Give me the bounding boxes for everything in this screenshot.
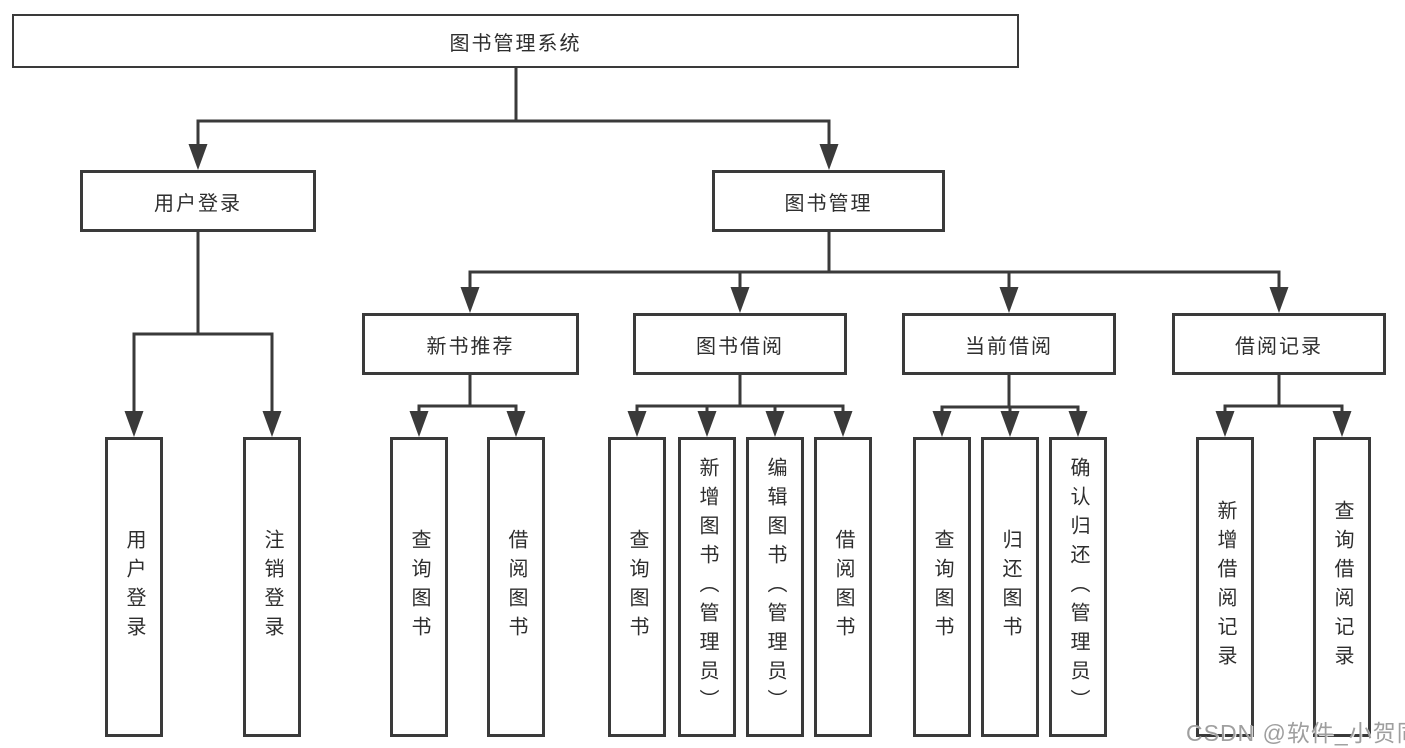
branch-book-management: 图书管理 (712, 170, 945, 232)
leaf-borrow-books-newrec: 借阅图书 (487, 437, 545, 737)
group-borrowing-records-label: 借阅记录 (1235, 335, 1323, 358)
leaf-add-borrow-record: 新增借阅记录 (1196, 437, 1254, 737)
leaf-query-books-borrowing: 查询图书 (608, 437, 666, 737)
leaf-add-books-admin: 新增图书（管理员） (678, 437, 736, 737)
group-book-borrowing-label: 图书借阅 (696, 335, 784, 358)
leaf-return-books-label: 归还图书 (999, 529, 1021, 645)
leaf-confirm-return-admin: 确认归还（管理员） (1049, 437, 1107, 737)
leaf-borrow-books-borrowing-label: 借阅图书 (832, 529, 854, 645)
leaf-query-books-current: 查询图书 (913, 437, 971, 737)
leaf-query-books-newrec: 查询图书 (390, 437, 448, 737)
group-book-borrowing: 图书借阅 (633, 313, 847, 375)
leaf-return-books: 归还图书 (981, 437, 1039, 737)
group-new-book-recommend: 新书推荐 (362, 313, 579, 375)
leaf-logout-login: 注销登录 (243, 437, 301, 737)
leaf-query-books-borrowing-label: 查询图书 (626, 529, 648, 645)
root-node: 图书管理系统 (12, 14, 1019, 68)
leaf-query-books-current-label: 查询图书 (931, 529, 953, 645)
leaf-add-borrow-record-label: 新增借阅记录 (1214, 500, 1236, 674)
branch-user-login: 用户登录 (80, 170, 316, 232)
group-current-borrowing: 当前借阅 (902, 313, 1116, 375)
leaf-user-login: 用户登录 (105, 437, 163, 737)
leaf-borrow-books-borrowing: 借阅图书 (814, 437, 872, 737)
leaf-edit-books-admin-label: 编辑图书（管理员） (764, 456, 786, 718)
leaf-add-books-admin-label: 新增图书（管理员） (696, 456, 718, 718)
branch-user-login-label: 用户登录 (154, 192, 242, 215)
group-current-borrowing-label: 当前借阅 (965, 335, 1053, 358)
leaf-query-borrow-record-label: 查询借阅记录 (1331, 500, 1353, 674)
leaf-confirm-return-admin-label: 确认归还（管理员） (1067, 456, 1089, 718)
root-label: 图书管理系统 (449, 32, 582, 55)
leaf-user-login-label: 用户登录 (123, 529, 145, 645)
leaf-query-books-newrec-label: 查询图书 (408, 529, 430, 645)
leaf-edit-books-admin: 编辑图书（管理员） (746, 437, 804, 737)
group-borrowing-records: 借阅记录 (1172, 313, 1386, 375)
group-new-book-recommend-label: 新书推荐 (426, 335, 515, 358)
leaf-borrow-books-newrec-label: 借阅图书 (505, 529, 527, 645)
leaf-query-borrow-record: 查询借阅记录 (1313, 437, 1371, 737)
branch-book-management-label: 图书管理 (784, 192, 873, 215)
watermark: CSDN @软件_小贺同学 (1186, 720, 1405, 746)
leaf-logout-login-label: 注销登录 (261, 529, 283, 645)
